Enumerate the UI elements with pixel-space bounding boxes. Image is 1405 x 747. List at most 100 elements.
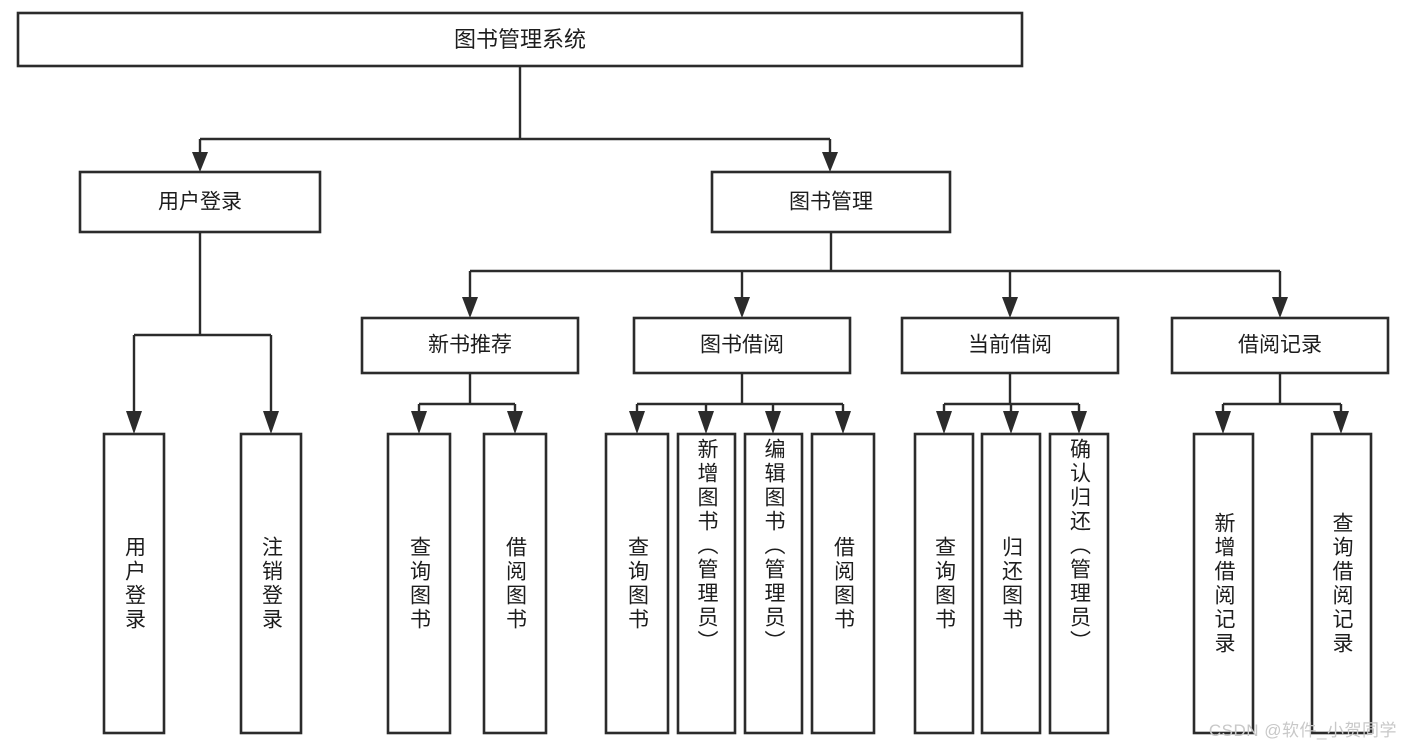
leaf-edit-book-admin-label: 编辑图书（管理员） — [762, 438, 785, 654]
arrowhead-leaf-add-borrow-record — [1215, 411, 1231, 434]
arrowhead-borrow-record — [1272, 297, 1288, 318]
leaf-return-book-label: 归还图书 — [999, 536, 1023, 632]
node-book-management[interactable]: 图书管理 — [710, 170, 952, 234]
leaf-logout-rect[interactable] — [239, 432, 303, 735]
node-book-borrow-label: 图书借阅 — [700, 334, 784, 357]
link-user-login-bus — [132, 232, 273, 414]
leaf-user-login-text-wrap: 用户登录 — [122, 536, 146, 632]
arrowhead-leaf-query-book-borrow — [629, 411, 645, 434]
leaf-edit-book-admin-text-wrap: 编辑图书（管理员） — [762, 438, 785, 654]
leaf-return-book-rect[interactable] — [980, 432, 1042, 735]
leaf-edit-book-admin[interactable]: 编辑图书（管理员） — [743, 432, 804, 735]
leaf-logout-text-wrap: 注销登录 — [259, 536, 283, 632]
arrowhead-leaf-query-borrow-record — [1333, 411, 1349, 434]
leaf-query-borrow-record-label: 查询借阅记录 — [1330, 512, 1353, 656]
leaf-query-borrow-record-rect[interactable] — [1310, 432, 1373, 735]
leaf-return-book-text-wrap: 归还图书 — [999, 536, 1023, 632]
leaf-return-book[interactable]: 归还图书 — [980, 432, 1042, 735]
leaf-user-login-rect[interactable] — [102, 432, 166, 735]
leaf-borrow-book-recommend-label: 借阅图书 — [503, 536, 527, 632]
link-root-bus — [198, 66, 832, 155]
leaf-borrow-book-recommend-text-wrap: 借阅图书 — [503, 536, 527, 632]
leaf-query-book-current-text-wrap: 查询图书 — [933, 536, 956, 632]
node-book-borrow-rect[interactable] — [632, 316, 852, 375]
leaf-borrow-book-label: 借阅图书 — [831, 536, 855, 632]
leaf-borrow-book-recommend[interactable]: 借阅图书 — [482, 432, 548, 735]
leaf-logout[interactable]: 注销登录 — [239, 432, 303, 735]
node-book-management-rect[interactable] — [710, 170, 952, 234]
leaf-query-book-current[interactable]: 查询图书 — [913, 432, 975, 735]
leaf-query-book-recommend-label: 查询图书 — [407, 536, 431, 632]
node-root-label: 图书管理系统 — [454, 27, 586, 52]
leaf-add-borrow-record-rect[interactable] — [1192, 432, 1255, 735]
arrowhead-leaf-query-book-recommend — [411, 411, 427, 434]
node-book-borrow[interactable]: 图书借阅 — [632, 316, 852, 375]
leaf-query-book-recommend[interactable]: 查询图书 — [386, 432, 452, 735]
node-new-book-recommend[interactable]: 新书推荐 — [360, 316, 580, 375]
connector-layer — [126, 66, 1349, 434]
leaf-query-book-recommend-text-wrap: 查询图书 — [407, 536, 431, 632]
leaf-query-book-borrow-text-wrap: 查询图书 — [625, 536, 649, 632]
leaf-borrow-book-rect[interactable] — [810, 432, 876, 735]
leaf-query-borrow-record-text-wrap: 查询借阅记录 — [1330, 512, 1353, 656]
leaf-query-borrow-record[interactable]: 查询借阅记录 — [1310, 432, 1373, 735]
arrowhead-new-book-recommend — [462, 297, 478, 318]
arrowhead-leaf-logout — [263, 411, 279, 434]
leaf-borrow-book-text-wrap: 借阅图书 — [831, 536, 855, 632]
leaf-add-book-admin[interactable]: 新增图书（管理员） — [676, 432, 737, 735]
arrowhead-current-borrow — [1002, 297, 1018, 318]
leaf-logout-label: 注销登录 — [259, 536, 283, 632]
node-current-borrow[interactable]: 当前借阅 — [900, 316, 1120, 375]
leaf-edit-book-admin-rect[interactable] — [743, 432, 804, 735]
node-root[interactable]: 图书管理系统 — [16, 11, 1024, 68]
leaf-add-borrow-record-label: 新增借阅记录 — [1212, 512, 1235, 656]
node-book-management-label: 图书管理 — [789, 191, 873, 214]
node-user-login-label: 用户登录 — [158, 191, 242, 214]
leaf-user-login-label: 用户登录 — [122, 536, 146, 632]
arrowhead-book-borrow — [734, 297, 750, 318]
arrowhead-leaf-return-book — [1003, 411, 1019, 434]
node-current-borrow-label: 当前借阅 — [968, 334, 1052, 357]
leaf-confirm-return-admin-rect[interactable] — [1048, 432, 1110, 735]
leaf-add-borrow-record[interactable]: 新增借阅记录 — [1192, 432, 1255, 735]
leaf-borrow-book-recommend-rect[interactable] — [482, 432, 548, 735]
leaf-add-book-admin-text-wrap: 新增图书（管理员） — [695, 438, 718, 654]
leaf-confirm-return-admin-label: 确认归还（管理员） — [1067, 438, 1091, 654]
node-root-rect[interactable] — [16, 11, 1024, 68]
link-new-book-recommend-bus — [417, 373, 517, 414]
leaf-add-book-admin-rect[interactable] — [676, 432, 737, 735]
leaf-query-book-recommend-rect[interactable] — [386, 432, 452, 735]
arrowhead-leaf-edit-book-admin — [765, 411, 781, 434]
leaf-borrow-book[interactable]: 借阅图书 — [810, 432, 876, 735]
leaf-query-book-borrow-rect[interactable] — [604, 432, 670, 735]
node-current-borrow-rect[interactable] — [900, 316, 1120, 375]
leaf-confirm-return-admin[interactable]: 确认归还（管理员） — [1048, 432, 1110, 735]
leaf-add-book-admin-label: 新增图书（管理员） — [695, 438, 718, 654]
node-user-login[interactable]: 用户登录 — [78, 170, 322, 234]
link-current-borrow-bus — [942, 373, 1081, 414]
arrowhead-leaf-borrow-book-recommend — [507, 411, 523, 434]
node-borrow-record-label: 借阅记录 — [1238, 334, 1322, 357]
arrowhead-leaf-query-book-current — [936, 411, 952, 434]
leaf-confirm-return-admin-text-wrap: 确认归还（管理员） — [1067, 438, 1091, 654]
leaf-add-borrow-record-text-wrap: 新增借阅记录 — [1212, 512, 1235, 656]
leaf-query-book-borrow-label: 查询图书 — [625, 536, 649, 632]
node-borrow-record[interactable]: 借阅记录 — [1170, 316, 1390, 375]
arrowhead-leaf-borrow-book — [835, 411, 851, 434]
node-user-login-rect[interactable] — [78, 170, 322, 234]
arrowhead-leaf-add-book-admin — [698, 411, 714, 434]
arrowhead-user-login — [192, 152, 208, 172]
link-book-borrow-bus — [635, 373, 845, 414]
node-borrow-record-rect[interactable] — [1170, 316, 1390, 375]
leaf-query-book-current-rect[interactable] — [913, 432, 975, 735]
leaf-query-book-borrow[interactable]: 查询图书 — [604, 432, 670, 735]
arrowhead-book-management — [822, 152, 838, 172]
link-book-management-bus — [468, 232, 1282, 300]
arrowhead-leaf-user-login — [126, 411, 142, 434]
link-borrow-record-bus — [1221, 373, 1343, 414]
leaf-user-login[interactable]: 用户登录 — [102, 432, 166, 735]
arrowhead-leaf-confirm-return-admin — [1071, 411, 1087, 434]
node-new-book-recommend-rect[interactable] — [360, 316, 580, 375]
